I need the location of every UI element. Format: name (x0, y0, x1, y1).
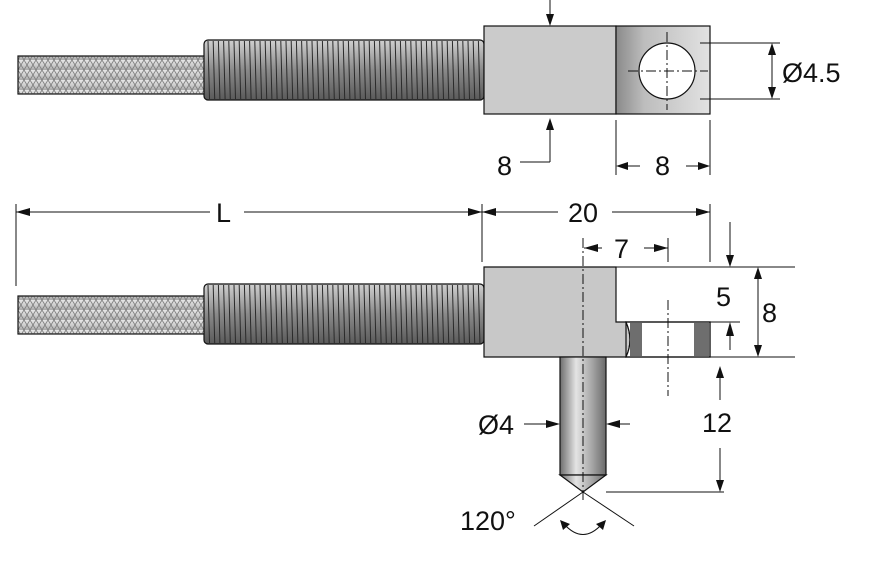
dim-head-length-20: 20 (568, 198, 598, 228)
dim-width-8-right: 8 (655, 151, 670, 181)
spring-side (203, 283, 485, 345)
braided-cable-top (17, 55, 211, 95)
dim-offset-7: 7 (614, 234, 629, 264)
dim-length-L: L (216, 198, 231, 228)
dim-width-8-left: 8 (497, 151, 512, 181)
dim-tip-angle: 120° (460, 506, 516, 536)
dim-tip-length-12: 12 (702, 408, 732, 438)
top-view: 8 Ø4.5 8 (17, 0, 841, 181)
side-view: L 20 7 (15, 198, 795, 536)
dim-height-5: 5 (716, 282, 731, 312)
braided-cable-side (17, 295, 211, 335)
head-body-side (483, 266, 631, 358)
spring-top (203, 39, 485, 101)
head-body-top (483, 25, 617, 115)
dim-shaft-diameter: Ø4 (478, 410, 514, 440)
dim-hole-diameter: Ø4.5 (782, 58, 841, 88)
dim-height-8: 8 (762, 298, 777, 328)
